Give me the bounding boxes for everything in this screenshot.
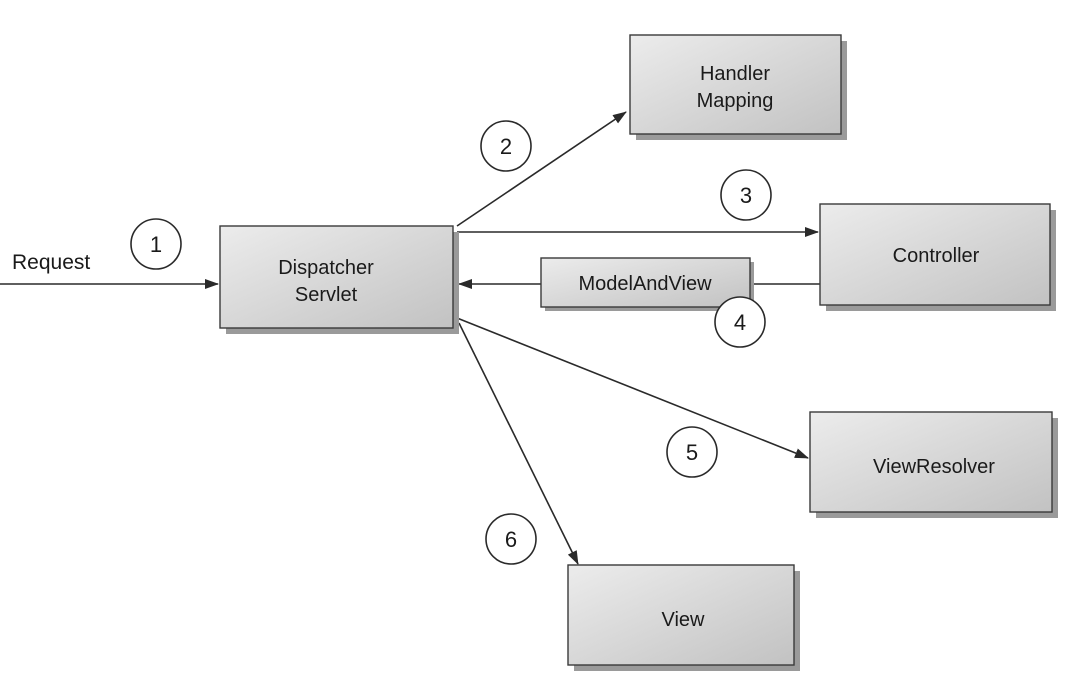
- dispatcher-servlet-label-line-2: Servlet: [295, 284, 358, 306]
- view-label: View: [662, 609, 706, 631]
- step-badge-3-number: 3: [740, 183, 752, 208]
- step-badge-2: 2: [480, 120, 532, 172]
- handler-mapping-label-line-2: Mapping: [697, 90, 774, 112]
- edge-dispatcher-to-handler-mapping: [456, 111, 627, 227]
- dispatcher-servlet-box: Dispatcher Servlet: [219, 225, 459, 334]
- step-badge-5: 5: [666, 426, 718, 478]
- handler-mapping-label-line-1: Handler: [700, 63, 770, 85]
- request-label: Request: [12, 251, 90, 274]
- view-resolver-box: ViewResolver: [809, 411, 1058, 518]
- controller-box: Controller: [819, 203, 1056, 311]
- step-badge-2-number: 2: [500, 134, 512, 159]
- step-badge-3: 3: [720, 169, 772, 221]
- view-resolver-label: ViewResolver: [873, 456, 995, 478]
- controller-label: Controller: [893, 245, 980, 267]
- view-box: View: [567, 564, 800, 671]
- step-badge-1: 1: [130, 218, 182, 270]
- step-badge-1-number: 1: [150, 232, 162, 257]
- model-and-view-label: ModelAndView: [578, 273, 712, 295]
- edge-dispatcher-to-view: [458, 322, 579, 565]
- model-and-view-box: ModelAndView: [540, 257, 754, 311]
- step-badge-4-number: 4: [734, 310, 746, 335]
- step-badge-6-number: 6: [505, 527, 517, 552]
- edges: [0, 111, 822, 565]
- step-badge-6: 6: [485, 513, 537, 565]
- edge-dispatcher-to-viewresolver: [456, 317, 809, 459]
- handler-mapping-box: Handler Mapping: [629, 34, 847, 140]
- dispatcher-servlet-label-line-1: Dispatcher: [278, 257, 374, 279]
- step-badge-5-number: 5: [686, 440, 698, 465]
- step-badge-4: 4: [714, 296, 766, 348]
